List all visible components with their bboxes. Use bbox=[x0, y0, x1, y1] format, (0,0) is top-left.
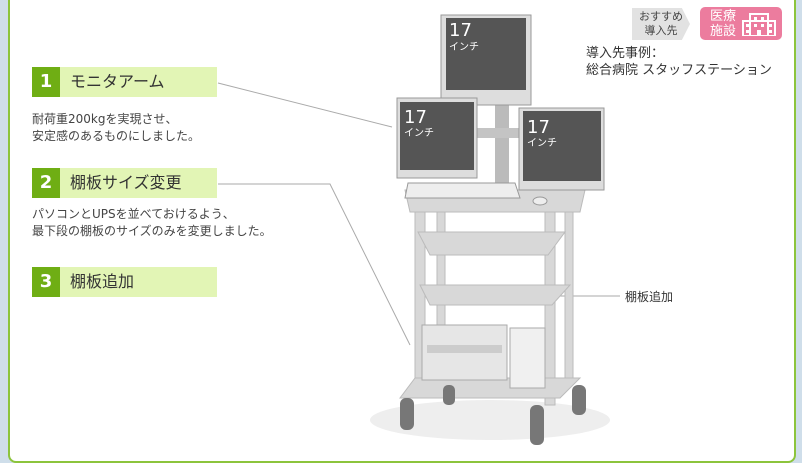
feature-title: 棚板追加 bbox=[70, 272, 135, 291]
monitor-size-label: 17 bbox=[404, 107, 427, 128]
feature-number: 3 bbox=[32, 267, 60, 297]
feature-1-desc: 耐荷重200kgを実現させ、安定感のあるものにしました。 bbox=[32, 111, 200, 145]
feature-3-heading: 3 棚板追加 bbox=[32, 267, 217, 297]
recommended-badge: おすすめ導入先 bbox=[632, 8, 690, 40]
monitor-left bbox=[396, 97, 478, 179]
feature-number: 1 bbox=[32, 67, 60, 97]
feature-1-heading: 1 モニタアーム bbox=[32, 67, 217, 97]
feature-2-heading: 2 棚板サイズ変更 bbox=[32, 168, 217, 198]
badge-text: 施設 bbox=[710, 24, 737, 39]
hospital-icon bbox=[742, 13, 776, 36]
case-study: 導入先事例： 総合病院 スタッフステーション bbox=[586, 45, 772, 79]
desc-line: 最下段の棚板のサイズのみを変更しました。 bbox=[32, 224, 272, 238]
monitor-size-label: 17 bbox=[527, 117, 550, 138]
feature-title: モニタアーム bbox=[70, 72, 165, 91]
badge-text: 医療 bbox=[710, 9, 737, 24]
feature-2-desc: パソコンとUPSを並べておけるよう、最下段の棚板のサイズのみを変更しました。 bbox=[32, 206, 272, 240]
category-badge: 医療施設 bbox=[700, 7, 782, 40]
feature-number: 2 bbox=[32, 168, 60, 198]
monitor-top bbox=[440, 14, 532, 106]
badge-text: おすすめ bbox=[639, 10, 683, 23]
badge-text: 導入先 bbox=[644, 24, 678, 37]
monitor-unit-label: インチ bbox=[449, 41, 479, 53]
monitor-right bbox=[518, 107, 605, 191]
case-study-label: 導入先事例： bbox=[586, 46, 665, 61]
desc-line: 安定感のあるものにしました。 bbox=[32, 129, 201, 143]
case-study-value: 総合病院 スタッフステーション bbox=[586, 63, 772, 78]
desc-line: 耐荷重200kgを実現させ、 bbox=[32, 112, 178, 126]
monitor-unit-label: インチ bbox=[527, 137, 557, 149]
monitor-size-label: 17 bbox=[449, 20, 472, 41]
feature-title: 棚板サイズ変更 bbox=[70, 173, 182, 192]
monitor-unit-label: インチ bbox=[404, 127, 434, 139]
shelf-callout: 棚板追加 bbox=[625, 290, 674, 304]
desc-line: パソコンとUPSを並べておけるよう、 bbox=[32, 207, 235, 221]
